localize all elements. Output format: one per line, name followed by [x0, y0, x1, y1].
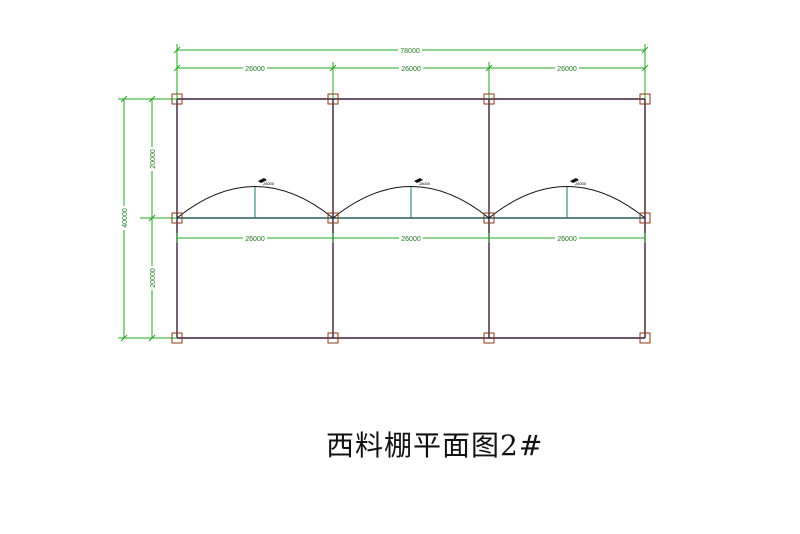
column-3-4	[639, 332, 651, 344]
dim-mid-3: 26000	[557, 236, 577, 243]
dim-overall-width: 78000	[400, 48, 420, 55]
arch-label-1: 28000	[263, 181, 275, 186]
column-3-3	[483, 332, 495, 344]
arch-3	[488, 186, 646, 219]
column-1-3	[483, 93, 495, 105]
column-2-2	[327, 212, 339, 224]
dim-overall-depth: 40000	[122, 208, 129, 228]
column-1-2	[327, 93, 339, 105]
dim-half-depth-2: 20000	[150, 268, 157, 288]
column-2-1	[171, 212, 183, 224]
column-1-1	[171, 93, 183, 105]
dim-mid-1: 26000	[245, 236, 265, 243]
dim-mid-2: 26000	[401, 236, 421, 243]
column-2-4	[639, 212, 651, 224]
dim-bay-3: 26000	[557, 66, 577, 73]
tick-o1	[173, 46, 181, 54]
tick-h2	[148, 214, 156, 222]
tick-v2	[120, 334, 128, 342]
dim-half-depth-1: 20000	[150, 149, 157, 169]
column-1-4	[639, 93, 651, 105]
columns	[171, 93, 651, 344]
roof-arches: 28000 28000 28000	[176, 178, 646, 219]
arch-mark-1: 28000	[258, 178, 275, 186]
drawing-title: 西料棚平面图2#	[326, 429, 544, 462]
dim-bay-1: 26000	[245, 66, 265, 73]
dim-text-bg	[555, 234, 579, 242]
tick-h3	[148, 334, 156, 342]
tick-b4	[641, 64, 649, 72]
tick-b3	[485, 64, 493, 72]
dim-text-bg	[399, 64, 423, 72]
dim-text-bg	[148, 266, 156, 290]
tick-h1	[148, 95, 156, 103]
arch-label-3: 28000	[575, 181, 587, 186]
dim-text-bg	[243, 64, 267, 72]
arch-label-2: 28000	[419, 181, 431, 186]
column-3-2	[327, 332, 339, 344]
dimension-texts: 78000 26000 26000 26000 26000 26000 2600…	[120, 46, 579, 290]
column-2-3	[483, 212, 495, 224]
dim-text-bg	[120, 206, 128, 230]
arch-mark-3: 28000	[570, 178, 587, 186]
tick-v1	[120, 95, 128, 103]
ridge-line	[177, 186, 645, 219]
tick-b2	[329, 64, 337, 72]
tick-b1	[173, 64, 181, 72]
column-3-1	[171, 332, 183, 344]
arch-mark-2: 28000	[414, 178, 431, 186]
dim-bay-2: 26000	[401, 66, 421, 73]
dim-text-bg	[148, 147, 156, 171]
arch-1	[176, 186, 334, 219]
dim-text-bg	[399, 234, 423, 242]
tick-o2	[641, 46, 649, 54]
dim-text-bg	[398, 46, 422, 54]
arch-2	[332, 186, 490, 219]
dimension-ticks	[120, 46, 649, 342]
dim-text-bg	[243, 234, 267, 242]
dim-text-bg	[555, 64, 579, 72]
